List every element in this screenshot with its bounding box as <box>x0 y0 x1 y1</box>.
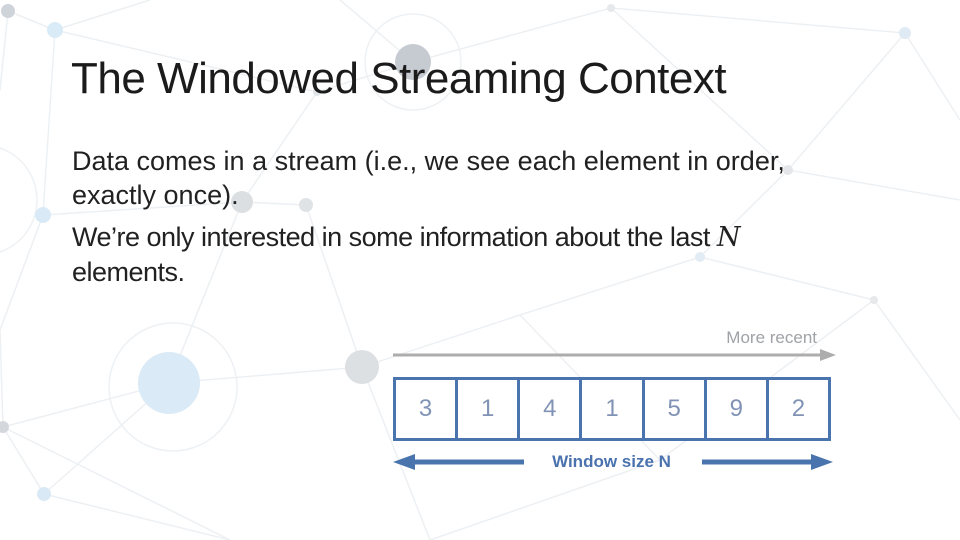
stream-cell: 5 <box>644 380 707 438</box>
math-variable-n: N <box>716 222 741 253</box>
stream-cell: 3 <box>396 380 459 438</box>
stream-cell: 4 <box>520 380 583 438</box>
body-p2-text: We’re only interested in some informatio… <box>72 222 710 252</box>
window-size-left-arrow-icon <box>393 454 524 470</box>
more-recent-arrow-icon <box>393 349 836 361</box>
body-p2-line2: elements. <box>72 257 185 287</box>
slide-title: The Windowed Streaming Context <box>71 54 727 103</box>
window-size-label: Window size N <box>523 452 700 472</box>
window-size-right-arrow-icon <box>702 454 833 470</box>
body-paragraph-stream: Data comes in a stream (i.e., we see eac… <box>72 144 852 212</box>
body-p1-line2: exactly once). <box>72 180 239 210</box>
more-recent-label: More recent <box>726 328 817 347</box>
body-p1-line1: Data comes in a stream (i.e., we see eac… <box>72 146 785 176</box>
stream-cell: 1 <box>582 380 645 438</box>
slide-body: Data comes in a stream (i.e., we see eac… <box>72 144 852 297</box>
stream-window-cells: 3 1 4 1 5 9 2 <box>393 377 831 441</box>
window-size-variable-n: N <box>658 452 671 471</box>
stream-cell: 1 <box>458 380 521 438</box>
stream-cell: 9 <box>706 380 769 438</box>
window-size-label-text: Window size <box>552 452 654 471</box>
body-paragraph-window-interest: We’re only interested in some informatio… <box>72 220 852 289</box>
stream-cell: 2 <box>768 380 828 438</box>
